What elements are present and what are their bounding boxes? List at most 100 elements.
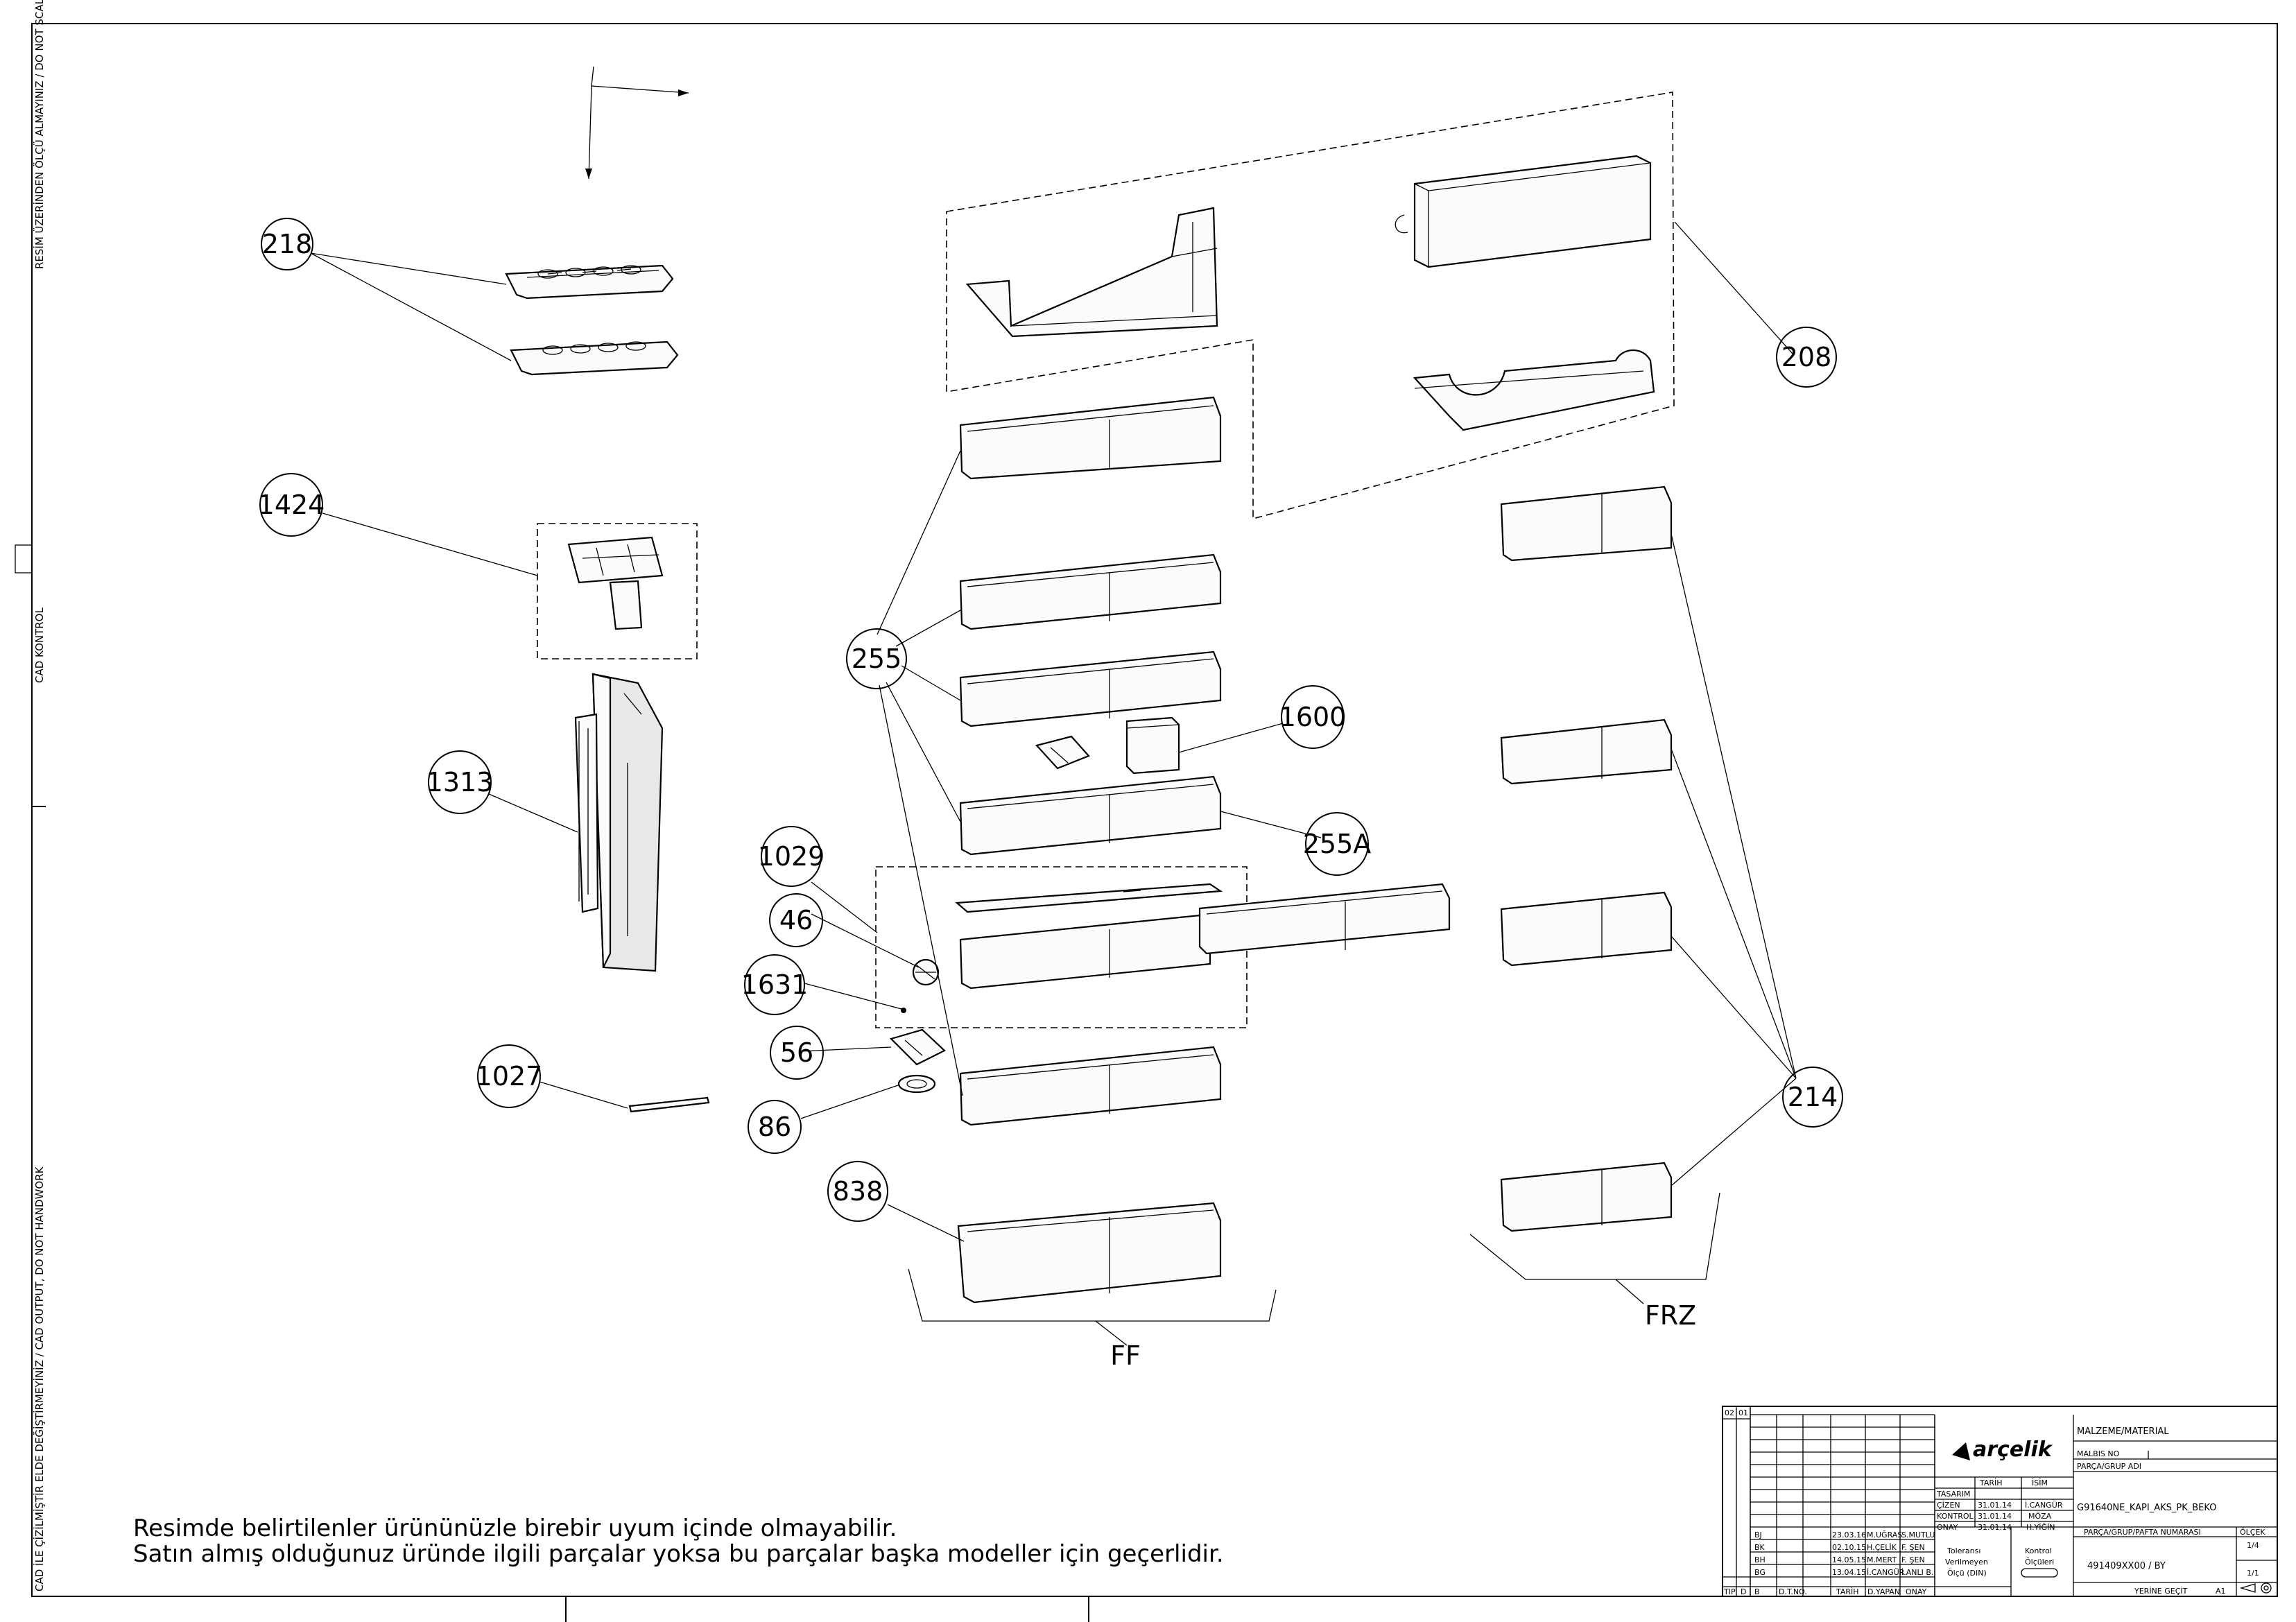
freezer-shelf-part — [1500, 485, 1673, 562]
callout-1029: 1029 — [758, 826, 825, 887]
role-date-2: 31.01.14 — [1978, 1501, 2012, 1510]
shelf-cover-part — [1395, 155, 1652, 268]
role-3: KONTROL — [1937, 1512, 1974, 1521]
bracket-group-enclosure — [946, 92, 1675, 520]
callout-214: 214 — [1782, 1067, 1843, 1128]
control-2: Ölçüleri — [2025, 1558, 2054, 1567]
rev-approver-1: S.MUTLU — [1901, 1530, 1935, 1539]
projection-symbol-icon — [2239, 1582, 2272, 1594]
svg-text:208: 208 — [1781, 342, 1832, 372]
large-bin-part — [957, 1202, 1222, 1304]
callout-1631: 1631 — [741, 954, 809, 1015]
title-block-text: 02 01 arçelik MALZEME/MATERIAL MALBIS NO… — [1723, 1408, 2272, 1596]
door-handle-part — [574, 673, 664, 972]
rev-date-2: 02.10.15 — [1832, 1543, 1866, 1552]
side-text-cad-output: CAD İLE ÇİZİLMİŞTİR ELDE DEĞİŞTİRMEYİNİZ… — [33, 1166, 46, 1591]
tolerance-3: Ölçü (DIN) — [1947, 1569, 1987, 1578]
paper-size: A1 — [2216, 1587, 2226, 1596]
shelf-lid-group-box — [875, 866, 1248, 1028]
leader-lines — [310, 221, 1797, 1242]
scale-label: ÖLÇEK — [2240, 1528, 2265, 1537]
brand-name: arçelik — [1973, 1438, 2053, 1462]
control-symbol — [2021, 1568, 2058, 1578]
svg-text:255A: 255A — [1303, 829, 1372, 859]
hdr-onay: ONAY — [1906, 1587, 1927, 1596]
door-shelf-part — [959, 914, 1211, 990]
cad-check-box — [15, 544, 33, 573]
hdr-d: D — [1741, 1587, 1746, 1596]
material-label: MALZEME/MATERIAL — [2077, 1426, 2169, 1437]
tolerance-1: Toleransı — [1947, 1546, 1980, 1555]
tolerance-2: Verilmeyen — [1945, 1558, 1988, 1567]
long-door-shelf-part — [1198, 883, 1451, 955]
rev-code-2: BK — [1754, 1543, 1766, 1552]
callout-255: 255 — [846, 628, 907, 689]
callout-838: 838 — [827, 1161, 888, 1222]
callout-46: 46 — [769, 893, 823, 947]
hdr-dtno: D.T.NO. — [1779, 1587, 1807, 1596]
col-tarih: TARİH — [1979, 1478, 2003, 1487]
door-shelf-part — [959, 650, 1222, 727]
rev-approver-3: F. ŞEN — [1901, 1555, 1925, 1564]
part-number-label: PARÇA/GRUP/PAFTA NUMARASI — [2084, 1528, 2201, 1537]
svg-text:218: 218 — [262, 229, 313, 259]
hdr-b: B — [1754, 1587, 1760, 1596]
holder-part — [889, 1028, 946, 1066]
knob-part — [912, 958, 940, 986]
callout-255A: 255A — [1303, 812, 1372, 876]
callout-1424: 1424 — [258, 473, 325, 537]
callout-86: 86 — [748, 1100, 802, 1154]
rev-designer-1: M.UĞRAS — [1867, 1530, 1902, 1539]
rev-code-4: BG — [1754, 1568, 1766, 1577]
svg-text:1029: 1029 — [758, 841, 825, 872]
part-number: 491409XX00 / BY — [2087, 1561, 2166, 1571]
sheet-code-b: 01 — [1738, 1408, 1748, 1417]
svg-text:1631: 1631 — [741, 969, 809, 1000]
svg-text:56: 56 — [780, 1037, 813, 1068]
freezer-shelf-part — [1500, 1162, 1673, 1232]
hdr-tip: TIP — [1723, 1587, 1736, 1596]
svg-text:1600: 1600 — [1279, 702, 1347, 732]
small-box-part — [1125, 716, 1180, 775]
svg-text:1313: 1313 — [426, 767, 494, 797]
hinge-part — [567, 536, 664, 630]
egg-tray-part — [510, 340, 679, 376]
part-group-label: PARÇA/GRUP ADI — [2077, 1462, 2141, 1471]
role-name-3: MÖZA — [2028, 1512, 2052, 1521]
callout-1313: 1313 — [426, 750, 494, 814]
freezer-shelf-part — [1500, 718, 1673, 785]
callout-218: 218 — [261, 218, 313, 270]
role-name-2: İ.CANGÜR — [2025, 1501, 2063, 1510]
rev-code-3: BH — [1754, 1555, 1766, 1564]
ring-part — [897, 1074, 936, 1094]
rev-designer-3: M.MERT — [1867, 1555, 1897, 1564]
screw-part — [901, 1008, 906, 1013]
bottle-holder-part — [1413, 350, 1655, 431]
brand-logo-icon — [1952, 1442, 1970, 1460]
svg-text:214: 214 — [1788, 1082, 1838, 1112]
callout-208: 208 — [1776, 327, 1837, 388]
callout-56: 56 — [770, 1026, 824, 1080]
svg-text:1424: 1424 — [258, 490, 325, 520]
control-1: Kontrol — [2025, 1546, 2052, 1555]
title-block — [1722, 1406, 2278, 1597]
hinge-group-box — [537, 523, 698, 659]
rev-approver-4: İ.ANLI B. — [1901, 1568, 1933, 1577]
rev-approver-2: F. ŞEN — [1901, 1543, 1925, 1552]
rev-code-1: BJ — [1754, 1530, 1762, 1539]
callout-1600: 1600 — [1279, 685, 1347, 749]
role-2: ÇİZEN — [1937, 1501, 1960, 1510]
rev-designer-2: H.ÇELİK — [1867, 1543, 1897, 1552]
group-label-ff: FF — [1110, 1340, 1141, 1371]
callout-1027: 1027 — [476, 1044, 542, 1108]
rev-designer-4: İ.CANGÜR — [1867, 1568, 1905, 1577]
svg-text:838: 838 — [833, 1176, 883, 1207]
hdr-tarih: TARİH — [1836, 1587, 1859, 1596]
svg-text:46: 46 — [779, 905, 813, 935]
svg-text:255: 255 — [852, 644, 902, 674]
shelf-lid-part — [955, 883, 1223, 913]
hdr-yapan: D.YAPAN — [1867, 1587, 1900, 1596]
door-strip-part — [628, 1096, 710, 1113]
role-1: TASARIM — [1936, 1490, 1970, 1499]
